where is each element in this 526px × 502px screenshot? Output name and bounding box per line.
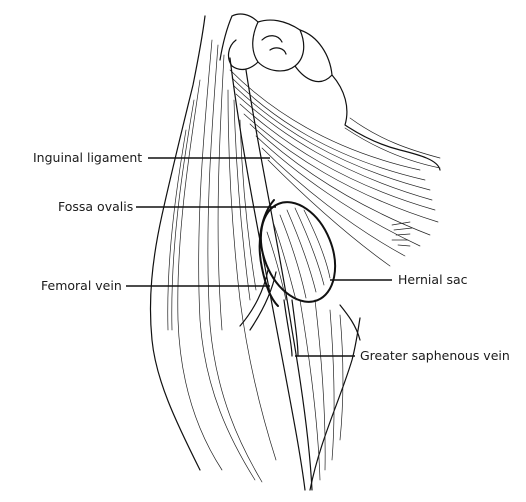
- leader-lines: [126, 157, 392, 357]
- hernial-sac: [259, 201, 337, 303]
- label-fossa-ovalis: Fossa ovalis: [58, 199, 133, 214]
- fascia-fibers: [229, 69, 441, 267]
- thigh-outline-left: [149, 15, 206, 471]
- anatomy-drawing: [149, 13, 441, 491]
- label-femoral-vein: Femoral vein: [41, 278, 122, 293]
- labels: Inguinal ligament Fossa ovalis Femoral v…: [33, 150, 510, 363]
- saphenous-branch: [339, 304, 361, 341]
- bowel-loops: [227, 21, 333, 83]
- shading-patch: [391, 221, 413, 247]
- label-greater-saphenous-vein: Greater saphenous vein: [360, 348, 510, 363]
- label-inguinal-ligament: Inguinal ligament: [33, 150, 142, 165]
- hernial-sac-striations: [266, 207, 331, 301]
- fossa-ovalis-rim: [258, 199, 279, 307]
- thigh-muscle-fibers: [167, 39, 277, 483]
- long-muscle-band: [229, 57, 313, 491]
- greater-saphenous-vein: [283, 299, 299, 357]
- label-hernial-sac: Hernial sac: [398, 272, 468, 287]
- lower-right-fibers: [299, 299, 344, 481]
- abdominal-region: [231, 13, 441, 171]
- femoral-vein: [239, 269, 277, 331]
